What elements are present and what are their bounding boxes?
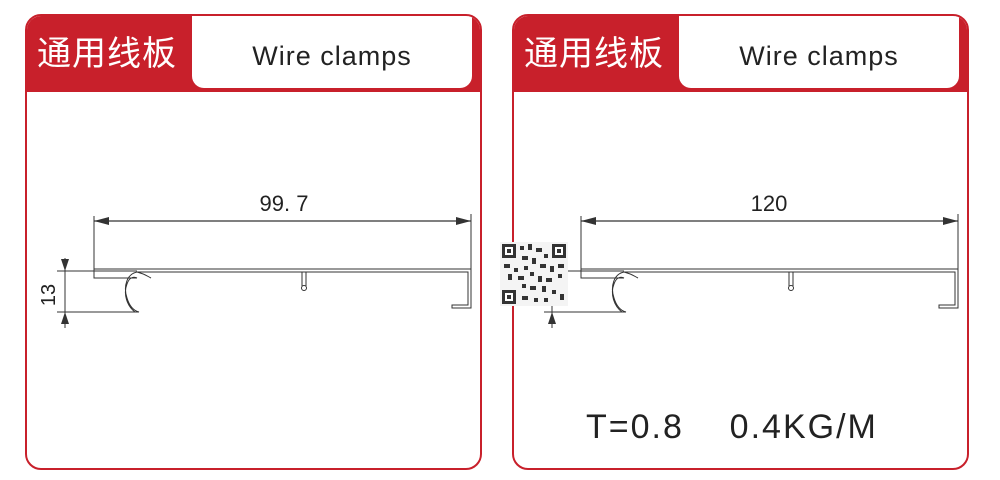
title-english: Wire clamps [739,41,899,71]
height-arrow-bottom [548,312,556,324]
profile-drawing: 99. 7 13 [38,191,472,328]
title-chinese: 通用线板 [524,34,664,74]
title-english-box: Wire clamps [192,16,472,88]
title-chinese: 通用线板 [37,34,177,74]
width-dimension-label: 99. 7 [260,191,309,216]
height-arrow-bottom [61,312,69,324]
profile-card-left: 通用线板 Wire clamps 99. 7 13 [25,14,482,470]
title-banner: 通用线板 Wire clamps [514,16,967,92]
width-arrow-right [456,217,471,225]
profile-outline [580,268,959,313]
qr-code-watermark [500,242,568,306]
profile-outline [93,268,472,313]
title-english-box: Wire clamps [679,16,959,88]
spec-text: T=0.8 0.4KG/M [586,408,878,446]
width-arrow-left [581,217,596,225]
profile-drawing: 120 13 [525,191,959,328]
width-dimension-label: 120 [751,191,788,216]
profile-card-right: 通用线板 Wire clamps 120 13 T=0.8 0.4KG/M [512,14,969,470]
title-english: Wire clamps [252,41,412,71]
width-arrow-right [943,217,958,225]
height-dimension-label: 13 [38,284,60,306]
title-banner: 通用线板 Wire clamps [27,16,480,92]
width-arrow-left [94,217,109,225]
height-arrow-top [61,259,69,271]
